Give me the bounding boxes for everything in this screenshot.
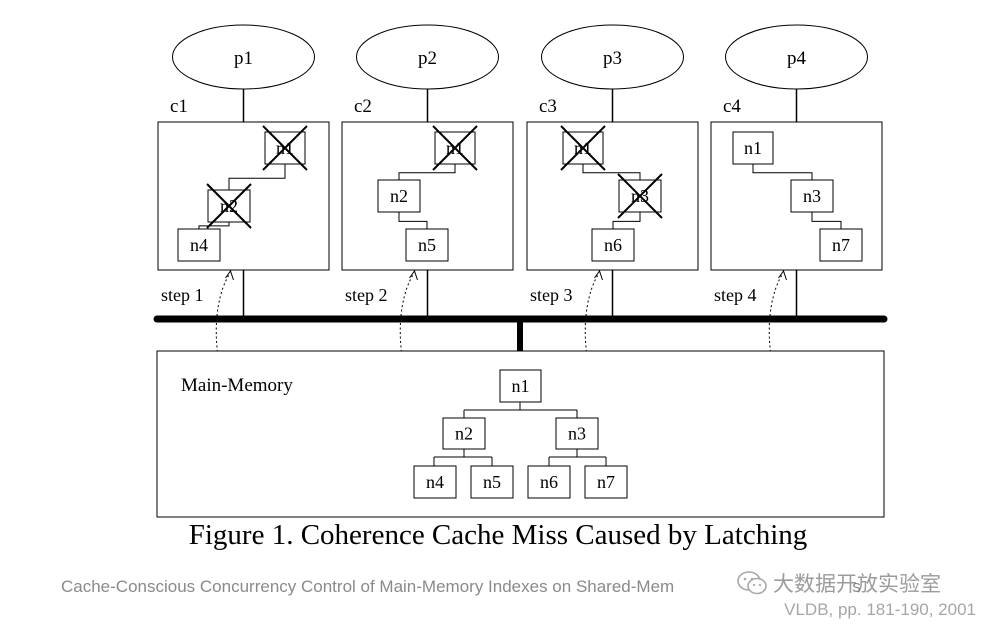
cache-1-node-n1: n1 bbox=[262, 125, 308, 171]
cache-2-node-n5-label: n5 bbox=[418, 235, 436, 255]
cache-2-node-n1-invalid-mark bbox=[432, 125, 478, 171]
step-label: step 4 bbox=[714, 285, 757, 305]
fetch-arrow bbox=[215, 273, 230, 353]
processor-label: p4 bbox=[787, 48, 807, 69]
cache-3-node-n6: n6 bbox=[591, 228, 635, 262]
memory-node-n6-box bbox=[527, 465, 571, 499]
cache-column-3: p3 c3n1n3 n6 step 3 bbox=[526, 24, 699, 353]
fetch-arrow-head bbox=[409, 269, 418, 281]
cache-2-node-n2: n2 bbox=[377, 179, 421, 213]
processor-3: p3 bbox=[541, 24, 684, 90]
cache-2-node-n2-box bbox=[377, 179, 421, 213]
figure-caption: Figure 1. Coherence Cache Miss Caused by… bbox=[188, 519, 808, 551]
processor-4: p4 bbox=[725, 24, 868, 90]
cache-tree-connector bbox=[398, 164, 456, 229]
cache-1-node-n1-invalid-mark bbox=[262, 125, 308, 171]
fetch-arrow-head bbox=[778, 269, 787, 281]
memory-node-n2-label: n2 bbox=[455, 424, 473, 444]
main-memory-label: Main-Memory bbox=[181, 375, 293, 396]
memory-node-n1: n1 bbox=[499, 369, 542, 403]
watermark-text: 大数据开放实验室 bbox=[773, 572, 941, 596]
cache-3-node-n3: n3 bbox=[617, 173, 663, 219]
fetch-arrow-head bbox=[594, 269, 603, 281]
cache-label: c1 bbox=[170, 96, 188, 117]
fetch-arrow-head bbox=[225, 269, 234, 281]
citation-title-end: s bbox=[852, 577, 861, 596]
cache-tree-connector bbox=[198, 164, 286, 229]
cache-4-node-n1-label: n1 bbox=[744, 138, 762, 158]
memory-node-n3: n3 bbox=[555, 417, 599, 450]
cache-1-node-n4-box bbox=[177, 228, 221, 262]
cache-1-node-n2: n2 bbox=[206, 183, 252, 229]
memory-node-n5-label: n5 bbox=[483, 472, 501, 492]
memory-node-n4: n4 bbox=[413, 465, 457, 499]
processor-label: p3 bbox=[603, 48, 622, 69]
cache-3-node-n1-invalid-mark bbox=[560, 125, 606, 171]
cache-4-node-n3: n3 bbox=[790, 179, 834, 213]
cache-4-node-n3-box bbox=[790, 179, 834, 213]
step-label: step 3 bbox=[530, 285, 573, 305]
memory-node-n1-label: n1 bbox=[512, 376, 530, 396]
processor-label: p2 bbox=[418, 48, 437, 69]
fetch-arrow bbox=[768, 273, 783, 353]
paper-citation: Cache-Conscious Concurrency Control of M… bbox=[61, 577, 861, 597]
memory-node-n6-label: n6 bbox=[540, 472, 558, 492]
cache-2-node-n2-label: n2 bbox=[390, 186, 408, 206]
cache-1-node-n4: n4 bbox=[177, 228, 221, 262]
tree-connectors bbox=[433, 402, 607, 466]
memory-node-n7: n7 bbox=[584, 465, 628, 499]
cache-4-node-n7-label: n7 bbox=[832, 235, 850, 255]
cache-tree-connector bbox=[752, 164, 842, 229]
cache-3-node-n1: n1 bbox=[560, 125, 606, 171]
wechat-logo-icon bbox=[737, 571, 767, 595]
cache-label: c2 bbox=[354, 96, 372, 117]
cache-2-node-n1: n1 bbox=[432, 125, 478, 171]
memory-node-n5-box bbox=[470, 465, 514, 499]
cache-4-node-n3-label: n3 bbox=[803, 186, 821, 206]
memory-node-n4-box bbox=[413, 465, 457, 499]
cache-tree-connector bbox=[582, 164, 641, 229]
memory-node-n5: n5 bbox=[470, 465, 514, 499]
memory-node-n4-label: n4 bbox=[426, 472, 444, 492]
cache-3-node-n6-box bbox=[591, 228, 635, 262]
memory-node-n7-label: n7 bbox=[597, 472, 615, 492]
cache-2-node-n5-box bbox=[405, 228, 449, 262]
memory-node-n3-label: n3 bbox=[568, 424, 586, 444]
watermark: 大数据开放实验室 bbox=[737, 568, 941, 598]
memory-node-n1-box bbox=[499, 369, 542, 403]
cache-column-4: p4 c4 n1 n3 n7 step 4 bbox=[710, 24, 883, 353]
memory-node-n2-box bbox=[442, 417, 486, 450]
memory-node-n3-box bbox=[555, 417, 599, 450]
paper-venue: VLDB, pp. 181-190, 2001 bbox=[784, 600, 976, 619]
cache-4-node-n7-box bbox=[819, 228, 863, 262]
memory-node-n7-box bbox=[584, 465, 628, 499]
cache-1-node-n4-label: n4 bbox=[190, 235, 208, 255]
memory-node-n2: n2 bbox=[442, 417, 486, 450]
step-label: step 1 bbox=[161, 285, 204, 305]
fetch-arrow bbox=[399, 273, 414, 353]
cache-3-node-n6-label: n6 bbox=[604, 235, 622, 255]
cache-2-node-n5: n5 bbox=[405, 228, 449, 262]
cache-1-node-n2-invalid-mark bbox=[206, 183, 252, 229]
processor-1: p1 bbox=[172, 24, 315, 90]
cache-column-2: p2 c2 n1 n2 n5 step 2 bbox=[341, 24, 514, 353]
memory-node-n6: n6 bbox=[527, 465, 571, 499]
cache-label: c3 bbox=[539, 96, 557, 117]
processor-label: p1 bbox=[234, 48, 253, 69]
step-label: step 2 bbox=[345, 285, 388, 305]
cache-4-node-n1: n1 bbox=[732, 131, 774, 165]
cache-label: c4 bbox=[723, 96, 741, 117]
cache-3-node-n3-invalid-mark bbox=[617, 173, 663, 219]
processor-2: p2 bbox=[356, 24, 499, 90]
cache-4-node-n7: n7 bbox=[819, 228, 863, 262]
citation-title: Cache-Conscious Concurrency Control of M… bbox=[61, 577, 675, 596]
fetch-arrow bbox=[584, 273, 599, 353]
cache-4-node-n1-box bbox=[732, 131, 774, 165]
